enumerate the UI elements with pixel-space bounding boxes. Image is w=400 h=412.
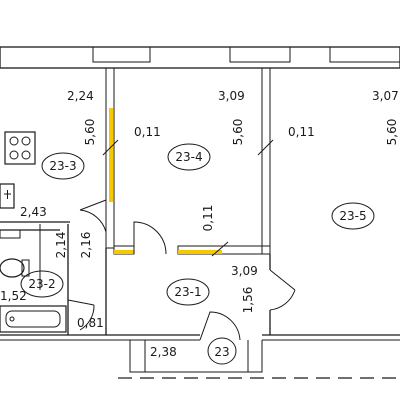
- dim-room5-width: 3,07: [372, 89, 399, 103]
- door-room5: [269, 269, 296, 311]
- bathtub-icon: [0, 305, 67, 333]
- room-label-23-5: 23-5: [339, 209, 366, 223]
- dim-kitchen-width: 2,24: [67, 89, 94, 103]
- highlight-wall-horizontal-right: [178, 250, 222, 254]
- walls: [0, 46, 400, 379]
- door-kitchen: [79, 199, 107, 233]
- window-recess-2: [229, 47, 291, 63]
- room-label-23-2: 23-2: [28, 277, 55, 291]
- room-ellipse-23-3: [41, 152, 85, 180]
- window-recess-3: [329, 47, 400, 63]
- dim-wall-c: 0,11: [201, 205, 215, 232]
- room-label-23: 23: [214, 345, 229, 359]
- dim-entry-width: 2,38: [150, 345, 177, 359]
- room-labels: 23-3 23-4 23-5 23-2 23-1 23: [20, 143, 375, 365]
- room-ellipse-23-5: [331, 202, 375, 230]
- door-entrance: [199, 311, 241, 341]
- room-ellipse-23-1: [166, 278, 210, 306]
- door-bath: [67, 299, 95, 331]
- door-room4: [133, 221, 167, 255]
- dim-bath-c: 1,52: [0, 289, 27, 303]
- sink-icon: [0, 183, 15, 209]
- tick-2: [257, 139, 274, 156]
- tick-3: [211, 241, 229, 257]
- washbasin-icon: [0, 229, 21, 239]
- dim-kitchen-length: 5,60: [83, 119, 97, 146]
- partition-kitchen-room4: [105, 67, 115, 249]
- outer-wall-top: [0, 46, 400, 69]
- highlighted-walls: [109, 108, 222, 254]
- dim-room4-length: 5,60: [231, 119, 245, 146]
- toilet-icon: [0, 258, 30, 278]
- dim-hall-length: 1,56: [241, 287, 255, 314]
- dim-room4-width: 3,09: [218, 89, 245, 103]
- room-label-23-4: 23-4: [175, 150, 202, 164]
- doors: [67, 199, 296, 341]
- dim-hall-width: 3,09: [231, 264, 258, 278]
- room-ellipse-23-2: [20, 270, 64, 298]
- partition-room4-room5: [261, 67, 271, 255]
- room-ellipse-23: [207, 337, 237, 365]
- dim-room5-length: 5,60: [385, 119, 399, 146]
- highlight-wall-vertical: [109, 108, 113, 202]
- dim-corridor-width: 2,43: [20, 205, 47, 219]
- dim-wall-a: 0,11: [134, 125, 161, 139]
- entrance-recess: [129, 340, 263, 373]
- room-ellipse-23-4: [167, 143, 211, 171]
- room-label-23-1: 23-1: [174, 285, 201, 299]
- dimension-labels: 2,24 5,60 3,09 5,60 3,07 5,60 0,11 0,11 …: [0, 89, 399, 359]
- dim-bath-b: 2,16: [79, 232, 93, 259]
- fixtures: [0, 131, 67, 333]
- tick-marks: [102, 139, 274, 257]
- dim-bath-d: 0,81: [77, 316, 104, 330]
- dim-bath-a: 2,14: [54, 232, 68, 259]
- tick-1: [102, 139, 119, 156]
- window-recess-1: [92, 47, 151, 63]
- dim-wall-b: 0,11: [288, 125, 315, 139]
- highlight-wall-horizontal-left: [114, 250, 134, 254]
- room-label-23-3: 23-3: [49, 159, 76, 173]
- stove-icon: [4, 131, 36, 165]
